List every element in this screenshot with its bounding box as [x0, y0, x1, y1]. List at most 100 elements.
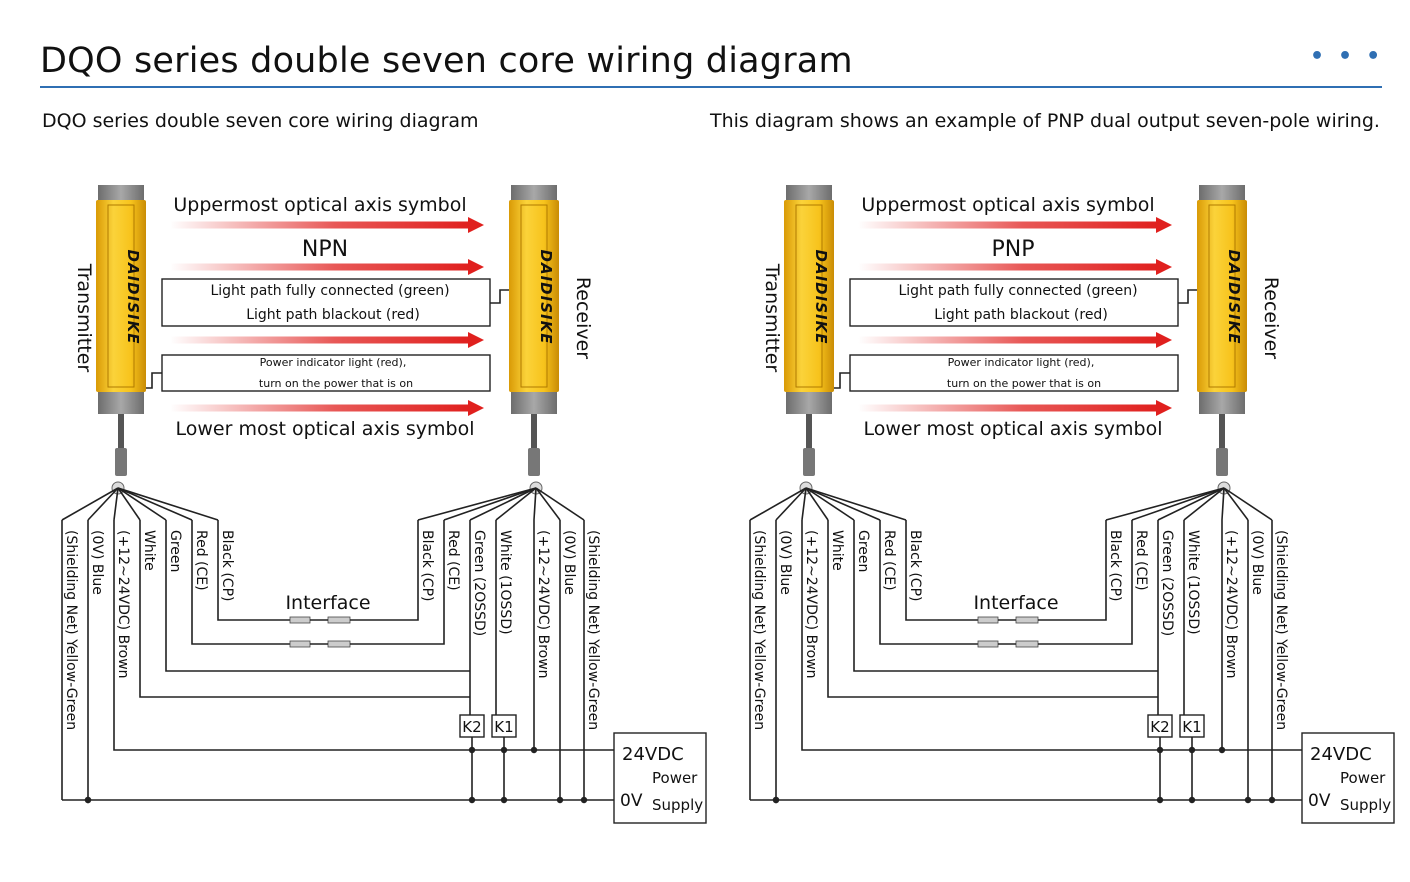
- arrow-head: [1156, 400, 1172, 416]
- transmitter-wire-label: (0V) Blue: [777, 530, 793, 595]
- arrow-head: [1156, 217, 1172, 233]
- receiver-label: Receiver: [1260, 277, 1282, 359]
- receiver-wire-label: Green (2OSSD): [1159, 530, 1175, 636]
- red-ce-wire: [879, 520, 978, 645]
- bottom-axis-label: Lower most optical axis symbol: [175, 418, 474, 440]
- indicator-box: [849, 278, 1179, 327]
- transmitter-wire-fan: [801, 487, 807, 521]
- arrow-head: [1156, 332, 1172, 348]
- transmitter-bottom-cap: [98, 392, 144, 414]
- supply-line2: Supply: [652, 796, 703, 814]
- receiver-wire-label: Red (CE): [445, 530, 461, 591]
- transmitter-wire-label: (Shielding Net) Yellow-Green: [751, 530, 767, 730]
- receiver-bottom-cap: [1199, 392, 1245, 414]
- transmitter-connector: [803, 448, 815, 476]
- optical-arrow: [858, 263, 1158, 271]
- transmitter-wire-fan: [117, 487, 141, 521]
- receiver-wire-label: (0V) Blue: [1249, 530, 1265, 595]
- junction-dot: [500, 746, 508, 754]
- connector-socket: [327, 640, 351, 648]
- transmitter-wire-fan: [87, 487, 119, 521]
- transmitter-wire-fan: [805, 487, 829, 521]
- power-leader: [834, 372, 850, 389]
- receiver-wire-fan: [495, 487, 537, 521]
- indicator-box: [161, 278, 491, 327]
- right-subtitle: This diagram shows an example of PNP dua…: [710, 110, 1380, 132]
- junction-dot: [1218, 746, 1226, 754]
- brand-logo: DAIDISIKE: [1225, 250, 1243, 345]
- junction-dot: [1156, 746, 1164, 754]
- connector-socket: [327, 616, 351, 624]
- transmitter-wire-fan: [117, 487, 193, 521]
- receiver-wire-fan: [533, 487, 537, 521]
- brand-logo: DAIDISIKE: [124, 250, 142, 345]
- green-wire: [165, 520, 470, 672]
- receiver-red-ce: [350, 520, 445, 645]
- power-line1: Power indicator light (red),: [948, 356, 1095, 369]
- connector-plug: [289, 616, 311, 624]
- receiver-top-cap: [1199, 185, 1245, 200]
- interface-label: Interface: [285, 592, 370, 614]
- white-wire: [139, 520, 470, 698]
- arrow-head: [468, 217, 484, 233]
- receiver-black-cp: [350, 520, 419, 621]
- receiver-wire-label: (0V) Blue: [561, 530, 577, 595]
- optical-arrow: [170, 221, 470, 229]
- receiver-window: [520, 204, 548, 388]
- transmitter-wire-label: Black (CP): [907, 530, 923, 601]
- power-leader: [146, 372, 162, 389]
- transmitter-wire-label: (+12~24VDC) Brown: [115, 530, 131, 679]
- transmitter-window: [795, 204, 823, 388]
- relay-k1-label: K1: [494, 718, 513, 736]
- transmitter-wire-label: Green: [167, 530, 183, 572]
- receiver-cable: [531, 414, 537, 476]
- mode-label: NPN: [302, 237, 348, 262]
- supply-zero: 0V: [620, 791, 643, 811]
- supply-voltage: 24VDC: [622, 744, 684, 765]
- bottom-axis-label: Lower most optical axis symbol: [863, 418, 1162, 440]
- interface-label: Interface: [973, 592, 1058, 614]
- supply-line1: Power: [652, 769, 698, 787]
- transmitter-connector: [115, 448, 127, 476]
- transmitter-wire-fan: [117, 487, 167, 521]
- white-wire: [827, 520, 1158, 698]
- black-cp-wire: [217, 520, 290, 621]
- indicator-leader: [490, 289, 509, 304]
- junction-dot: [1188, 746, 1196, 754]
- transmitter-bottom-cap: [786, 392, 832, 414]
- relay-k2-label: K2: [1150, 718, 1169, 736]
- power-line2: turn on the power that is on: [947, 377, 1101, 390]
- receiver-connector: [1216, 448, 1228, 476]
- connector-plug: [977, 640, 999, 648]
- brand-logo: DAIDISIKE: [537, 250, 555, 345]
- arrow-head: [468, 400, 484, 416]
- receiver-wire-label: (+12~24VDC) Brown: [1223, 530, 1239, 679]
- connector-socket: [1015, 640, 1039, 648]
- transmitter-top-cap: [786, 185, 832, 200]
- transmitter-wire-fan: [61, 487, 119, 521]
- connector-plug: [289, 640, 311, 648]
- transmitter-wire-fan: [775, 487, 807, 521]
- supply-zero: 0V: [1308, 791, 1331, 811]
- page-title: DQO series double seven core wiring diag…: [40, 41, 853, 81]
- receiver-black-cp: [1038, 520, 1107, 621]
- receiver-wire-fan: [469, 487, 537, 521]
- receiver-wire-fan: [1183, 487, 1225, 521]
- junction-dot: [530, 746, 538, 754]
- receiver-bottom-cap: [511, 392, 557, 414]
- top-axis-label: Uppermost optical axis symbol: [861, 194, 1154, 216]
- transmitter-cable: [806, 414, 812, 476]
- receiver-wire-fan: [1131, 487, 1225, 521]
- receiver-wire-label: (+12~24VDC) Brown: [535, 530, 551, 679]
- receiver-wire-fan: [535, 487, 561, 521]
- indicator-leader: [1178, 289, 1197, 304]
- transmitter-wire-fan: [749, 487, 807, 521]
- indicator-line1: Light path fully connected (green): [210, 283, 449, 299]
- receiver-wire-label: (Shielding Net) Yellow-Green: [585, 530, 601, 730]
- junction-dot: [84, 796, 92, 804]
- junction-dot: [468, 746, 476, 754]
- relay-k1-label: K1: [1182, 718, 1201, 736]
- transmitter-wire-label: Red (CE): [193, 530, 209, 591]
